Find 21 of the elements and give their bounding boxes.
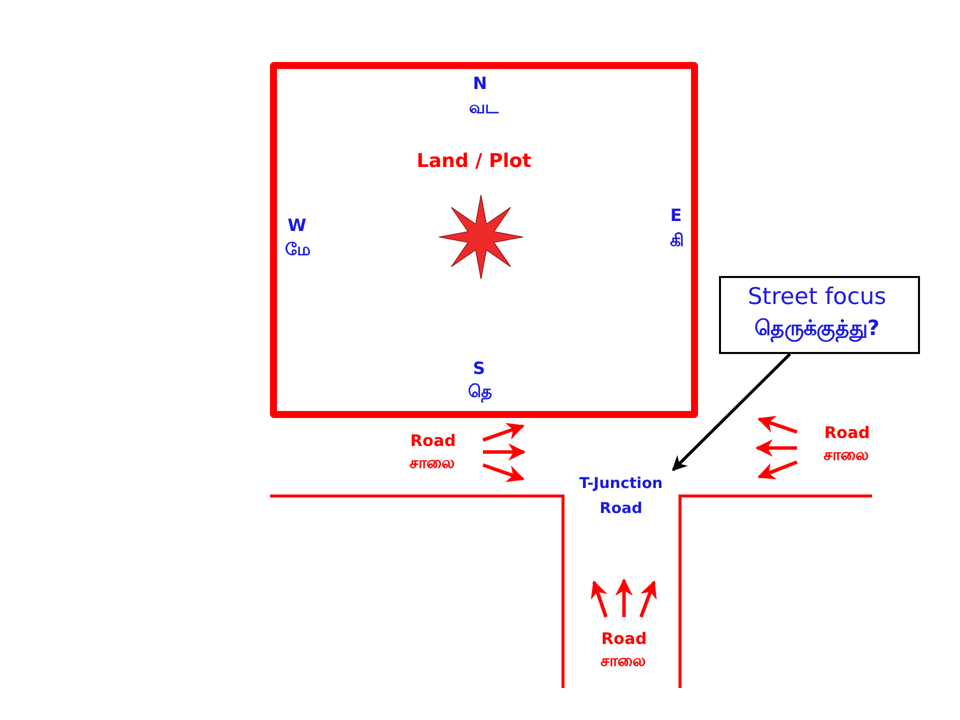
compass-letter: N [472, 74, 488, 94]
callout-box [719, 276, 920, 354]
arrow [672, 352, 792, 472]
compass-tamil: கி [670, 231, 684, 252]
compass-tamil: மே [285, 240, 311, 260]
road-label: சாலை [410, 453, 454, 472]
compass-tamil: வட [469, 98, 499, 118]
road-label: சாலை [600, 651, 646, 670]
compass-letter: W [288, 216, 306, 236]
junction-label: T-Junction Road [578, 473, 664, 519]
road-label: சாலை [824, 445, 868, 464]
callout-tamil-text: தெருக்குத்து? [754, 316, 880, 342]
compass-letter: S [472, 359, 486, 380]
road-label: Road [601, 629, 647, 648]
compass-letter: E [670, 206, 682, 226]
plot-label: Land / Plot [416, 150, 532, 173]
callout-heading: Street focus [748, 284, 886, 312]
plot-boundary [270, 62, 698, 418]
road-label: Road [410, 431, 456, 450]
road-label: Road [824, 423, 870, 442]
compass-tamil: தெ [468, 382, 492, 402]
